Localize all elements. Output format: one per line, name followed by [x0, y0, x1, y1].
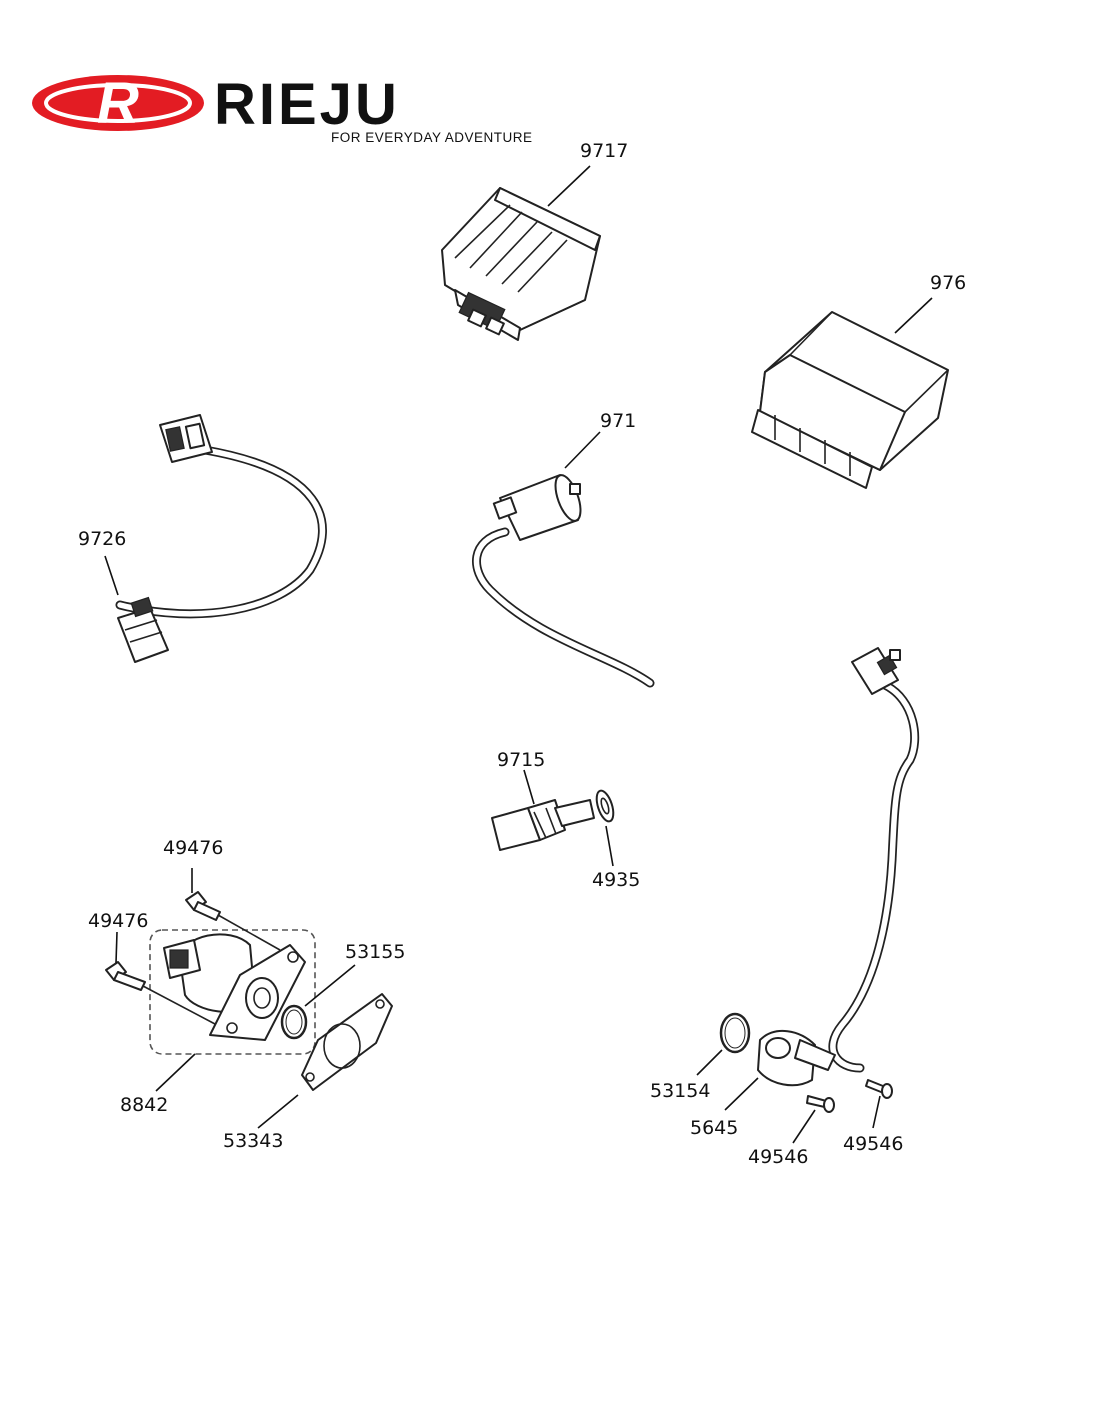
screw-49546-b — [865, 1079, 893, 1099]
callout-8842: 8842 — [120, 1094, 168, 1116]
o-ring-53154 — [719, 1012, 751, 1054]
cdi-unit — [751, 311, 949, 489]
regulator-rectifier — [441, 187, 601, 341]
callout-53343: 53343 — [223, 1130, 283, 1152]
callout-9717: 9717 — [580, 140, 628, 162]
mounting-bolt — [185, 891, 281, 951]
callout-4935: 4935 — [592, 869, 640, 891]
ignition-coil — [472, 474, 655, 688]
sealing-washer — [595, 789, 615, 823]
o-ring-53155 — [280, 1004, 308, 1040]
idle-valve-body — [163, 933, 306, 1041]
callout-49476-top: 49476 — [163, 837, 223, 859]
leader-53155 — [304, 964, 356, 1007]
leader-49476-left — [115, 931, 118, 964]
leader-4935 — [605, 825, 614, 867]
callout-9715: 9715 — [497, 749, 545, 771]
speed-sensor-with-cable — [757, 647, 920, 1087]
callout-971: 971 — [600, 410, 636, 432]
rieju-emblem: R — [32, 71, 204, 136]
rieju-logo: R RIEJU FOR EVERYDAY ADVENTURE — [32, 71, 533, 145]
callout-49546-a: 49546 — [748, 1146, 808, 1168]
callout-53154: 53154 — [650, 1080, 710, 1102]
brand-tagline: FOR EVERYDAY ADVENTURE — [331, 130, 533, 145]
leader-5645 — [724, 1077, 759, 1111]
leader-9717 — [547, 165, 591, 207]
leader-49546-b — [872, 1095, 881, 1129]
leader-9726 — [104, 555, 119, 596]
sensor-with-cable — [115, 414, 327, 663]
leader-976 — [894, 297, 933, 334]
leader-49546-a — [792, 1109, 816, 1144]
brand-name: RIEJU — [214, 72, 400, 137]
leader-8842 — [155, 1053, 196, 1092]
leader-53343 — [257, 1094, 299, 1129]
screw-49546-a — [806, 1095, 835, 1113]
leader-9715 — [523, 769, 535, 805]
callout-49546-b: 49546 — [843, 1133, 903, 1155]
leader-971 — [564, 431, 601, 469]
temperature-sensor — [491, 799, 595, 851]
gasket-53343 — [301, 993, 393, 1091]
emblem-letter: R — [97, 71, 139, 136]
assembly-group-outline — [149, 929, 316, 1055]
callout-49476-left: 49476 — [88, 910, 148, 932]
callout-5645: 5645 — [690, 1117, 738, 1139]
callout-976: 976 — [930, 272, 966, 294]
callout-9726: 9726 — [78, 528, 126, 550]
leader-53154 — [696, 1049, 723, 1076]
callout-53155: 53155 — [345, 941, 405, 963]
mounting-bolt-2 — [105, 961, 216, 1025]
